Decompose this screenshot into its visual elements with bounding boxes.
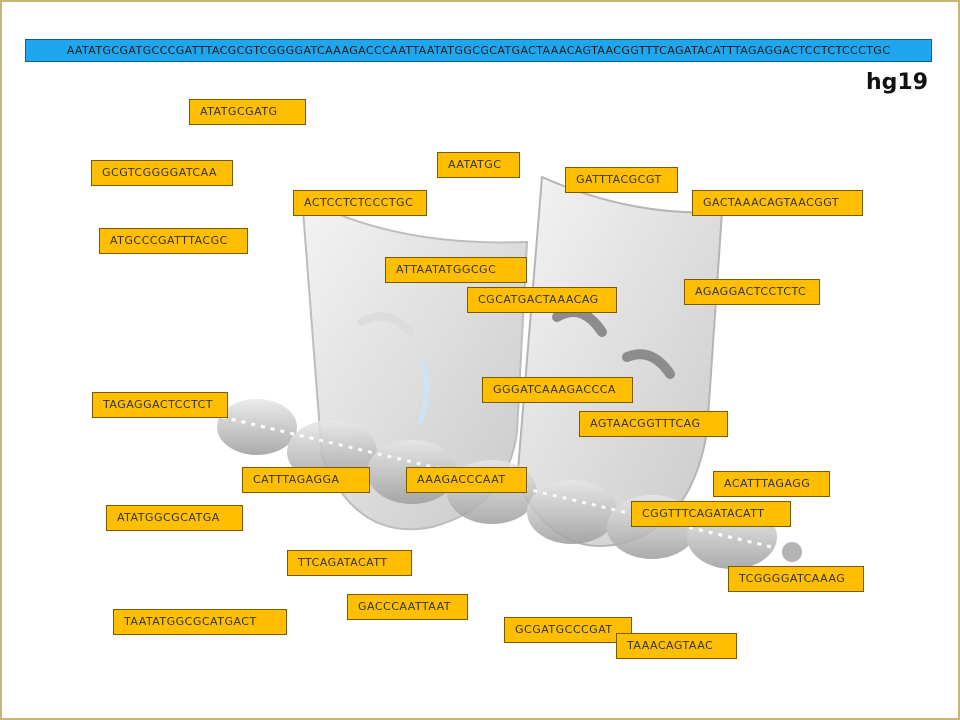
read-label: TTCAGATACATT <box>287 550 412 576</box>
read-label: ATATGGCGCATGA <box>106 505 243 531</box>
read-label: CGCATGACTAAACAG <box>467 287 617 313</box>
read-label: CGGTTTCAGATACATT <box>631 501 791 527</box>
read-label: ACTCCTCTCCCTGC <box>293 190 427 216</box>
read-label: ATGCCCGATTTACGC <box>99 228 248 254</box>
read-label: TAATATGGCGCATGACT <box>113 609 287 635</box>
read-label: ACATTTAGAGG <box>713 471 830 497</box>
read-label: TCGGGGATCAAAG <box>728 566 864 592</box>
read-label: GACTAAACAGTAACGGT <box>692 190 863 216</box>
read-label: GACCCAATTAAT <box>347 594 468 620</box>
genome-label: hg19 <box>865 70 929 95</box>
read-label: AATATGC <box>437 152 520 178</box>
read-label: ATATGCGATG <box>189 99 306 125</box>
read-label: CATTTAGAGGA <box>242 467 370 493</box>
read-label: AGAGGACTCCTCTC <box>684 279 820 305</box>
reference-sequence-bar: AATATGCGATGCCCGATTTACGCGTCGGGGATCAAAGACC… <box>25 39 932 62</box>
read-label: GGGATCAAAGACCCA <box>482 377 633 403</box>
read-label: TAGAGGACTCCTCT <box>92 392 228 418</box>
read-label: AAAGACCCAAT <box>406 467 527 493</box>
read-label: GATTTACGCGT <box>565 167 678 193</box>
read-label: GCGATGCCCGAT <box>504 617 632 643</box>
read-label: GCGTCGGGGATCAA <box>91 160 233 186</box>
read-label: AGTAACGGTTTCAG <box>579 411 728 437</box>
read-label: TAAACAGTAAC <box>616 633 737 659</box>
read-label: ATTAATATGGCGC <box>385 257 527 283</box>
